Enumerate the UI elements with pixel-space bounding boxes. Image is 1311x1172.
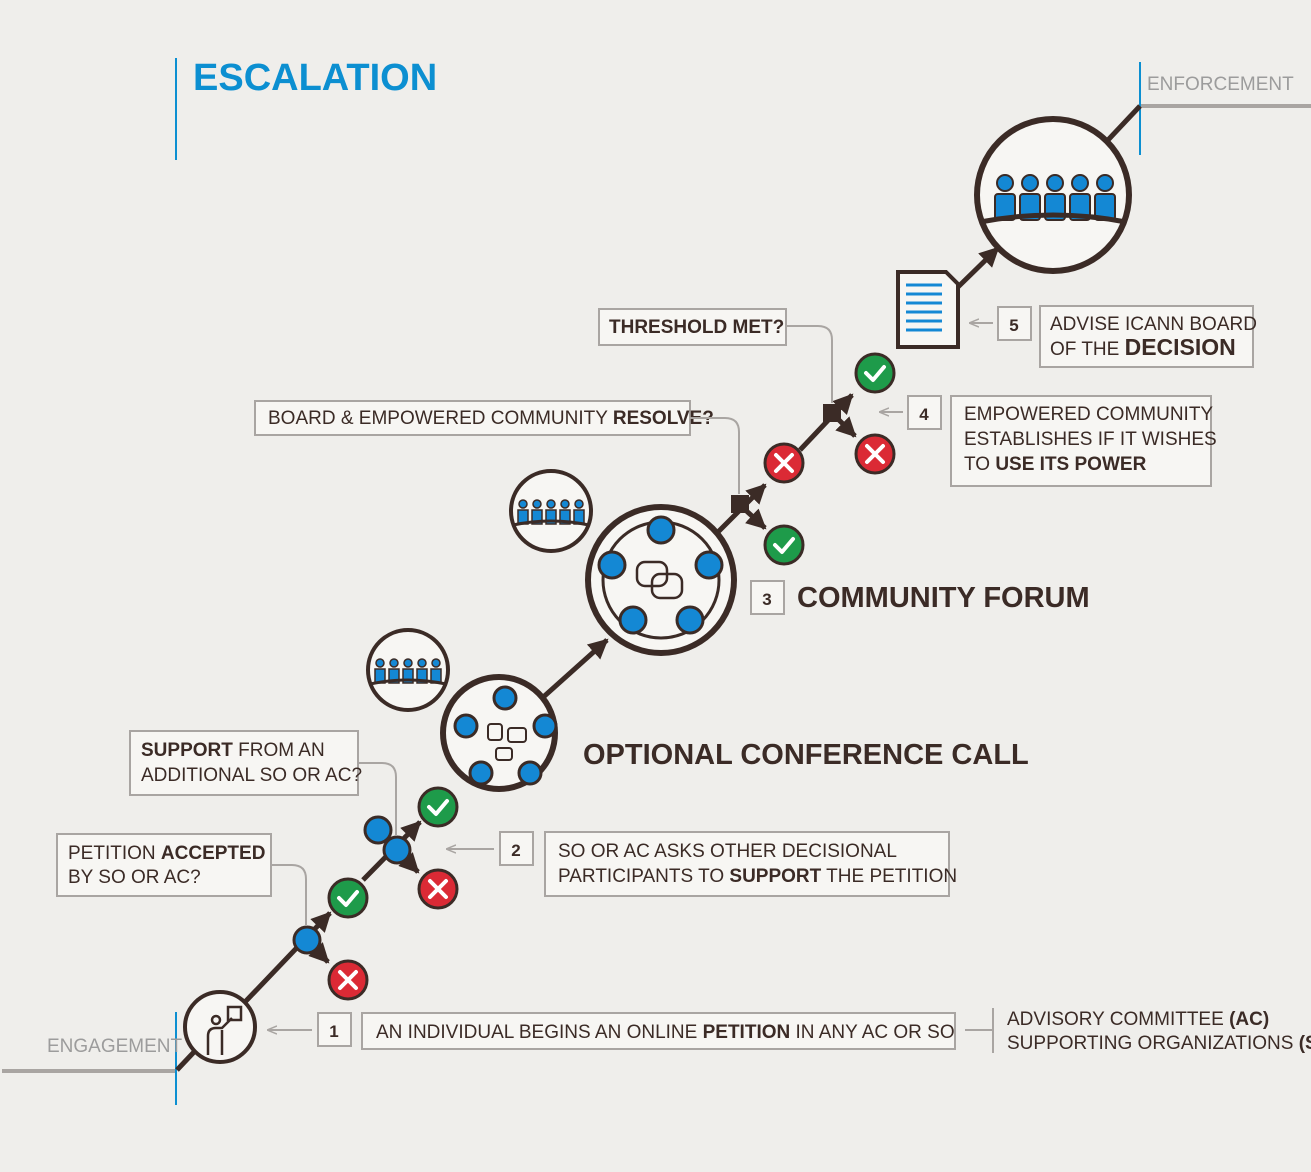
audience-icon	[366, 628, 450, 712]
assembly-icon	[974, 116, 1132, 274]
decision-node-threshold	[823, 404, 841, 422]
person-petition-icon	[183, 990, 257, 1064]
question-threshold-text: THRESHOLD MET?	[609, 317, 784, 338]
question-support-line-2: ADDITIONAL SO OR AC?	[141, 765, 362, 786]
accept-check-icon	[763, 524, 805, 566]
legend-so: SUPPORTING ORGANIZATIONS (SO)	[1007, 1033, 1311, 1054]
step-4-line-2: ESTABLISHES IF IT WISHES	[964, 429, 1217, 450]
question-support-box	[129, 730, 359, 796]
reject-x-icon	[417, 868, 459, 910]
question-accepted-line-2: BY SO OR AC?	[68, 867, 201, 888]
step-5-line-2: OF THE DECISION	[1050, 334, 1236, 360]
accept-check-icon	[854, 352, 896, 394]
step-number: 1	[329, 1022, 338, 1041]
step-number: 3	[762, 590, 771, 609]
step-number-box	[907, 395, 942, 430]
conference-call-title: OPTIONAL CONFERENCE CALL	[583, 739, 1029, 771]
step-number: 4	[919, 405, 929, 424]
step-2-line-1: SO OR AC ASKS OTHER DECISIONAL	[558, 841, 897, 862]
step-4-line-1: EMPOWERED COMMUNITY	[964, 404, 1213, 425]
engagement-label: ENGAGEMENT	[47, 1036, 183, 1057]
question-support-line-1: SUPPORT FROM AN	[141, 740, 325, 761]
step-number: 2	[511, 841, 520, 860]
step-2-line-2: PARTICIPANTS TO SUPPORT THE PETITION	[558, 866, 957, 887]
decision-node-support-extra	[363, 815, 393, 845]
step-number: 5	[1009, 316, 1018, 335]
step-number-box	[750, 580, 785, 615]
reject-x-icon	[327, 959, 369, 1001]
accept-check-icon	[417, 786, 459, 828]
step-number-box	[317, 1012, 352, 1047]
step-2-box	[544, 831, 950, 897]
question-accepted-connector	[271, 864, 307, 926]
audience-icon	[509, 469, 593, 553]
step-4-line-3: TO USE ITS POWER	[964, 454, 1147, 475]
community-forum-icon	[585, 504, 737, 656]
step-1-text: AN INDIVIDUAL BEGINS AN ONLINE PETITION …	[376, 1022, 955, 1043]
step-5-box	[1039, 305, 1254, 368]
step-4-box	[950, 395, 1212, 487]
enforcement-label: ENFORCEMENT	[1147, 74, 1294, 95]
question-support-connector	[358, 762, 397, 836]
question-threshold-box	[598, 308, 787, 346]
escalation-path	[175, 104, 1142, 1072]
decision-node-support	[382, 835, 412, 865]
question-resolve-box	[254, 400, 691, 436]
decision-node-accepted	[292, 925, 322, 955]
decision-node-resolve	[731, 495, 749, 513]
question-threshold-connector	[786, 325, 833, 403]
accept-check-icon	[327, 877, 369, 919]
page-title: ESCALATION	[193, 57, 437, 99]
reject-x-icon	[854, 433, 896, 475]
reject-x-icon	[763, 442, 805, 484]
step-5-line-1: ADVISE ICANN BOARD	[1050, 314, 1257, 335]
legend-ac: ADVISORY COMMITTEE (AC)	[1007, 1009, 1269, 1030]
conference-call-icon	[440, 674, 558, 792]
document-icon	[896, 270, 960, 349]
question-accepted-line-1: PETITION ACCEPTED	[68, 843, 265, 864]
community-forum-title: COMMUNITY FORUM	[797, 582, 1090, 614]
step-1-box	[361, 1012, 956, 1050]
step-number-box	[499, 831, 534, 866]
step-number-box	[997, 306, 1032, 341]
question-resolve-text: BOARD & EMPOWERED COMMUNITY RESOLVE?	[268, 408, 714, 429]
question-resolve-connector	[690, 417, 740, 494]
